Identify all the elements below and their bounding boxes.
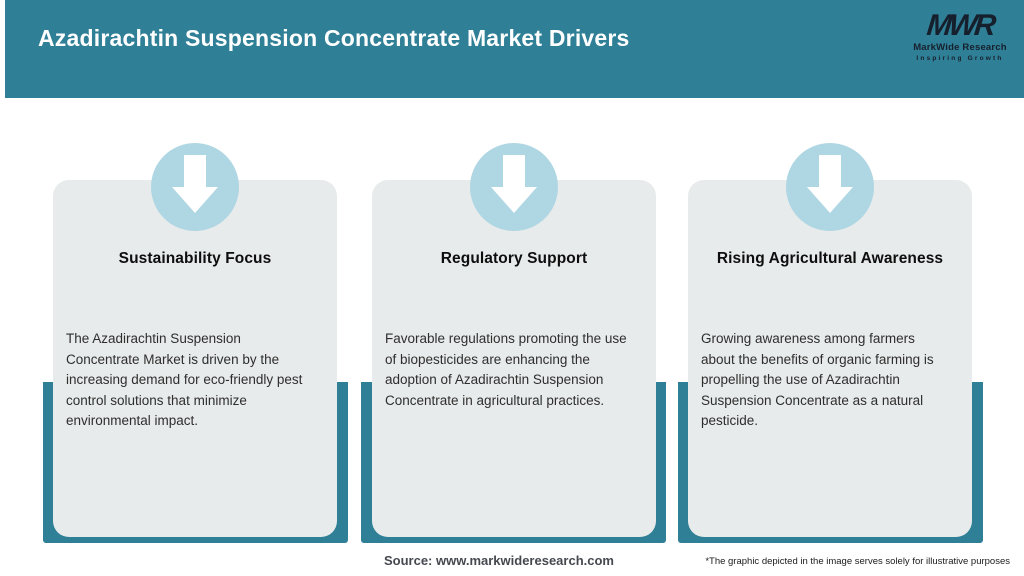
arrow-badge [151,143,239,231]
card-body: Growing awareness among farmers about th… [701,331,934,428]
header-bar: Azadirachtin Suspension Concentrate Mark… [5,0,1024,98]
driver-card-awareness: Rising Agricultural Awareness Growing aw… [688,143,972,537]
disclaimer-text: *The graphic depicted in the image serve… [705,556,1010,567]
markwide-logo: MWR MarkWide Research Inspiring Growth [908,9,1012,62]
card-title: Rising Agricultural Awareness [716,250,944,267]
page-title: Azadirachtin Suspension Concentrate Mark… [38,25,630,51]
logo-company-name: MarkWide Research [913,42,1007,53]
mwr-logo-icon: MWR [925,9,995,42]
card-body: The Azadirachtin Suspension Concentrate … [66,331,303,428]
logo-tagline: Inspiring Growth [916,54,1004,62]
arrow-badge [786,143,874,231]
arrow-badge [470,143,558,231]
card-title: Sustainability Focus [118,250,272,267]
card-title: Regulatory Support [440,250,588,267]
card-body: Favorable regulations promoting the use … [385,331,627,408]
driver-card-regulatory: Regulatory Support Favorable regulations… [372,143,656,537]
driver-card-sustainability: Sustainability Focus The Azadirachtin Su… [53,143,337,537]
source-text: Source: www.markwideresearch.com [383,553,614,568]
